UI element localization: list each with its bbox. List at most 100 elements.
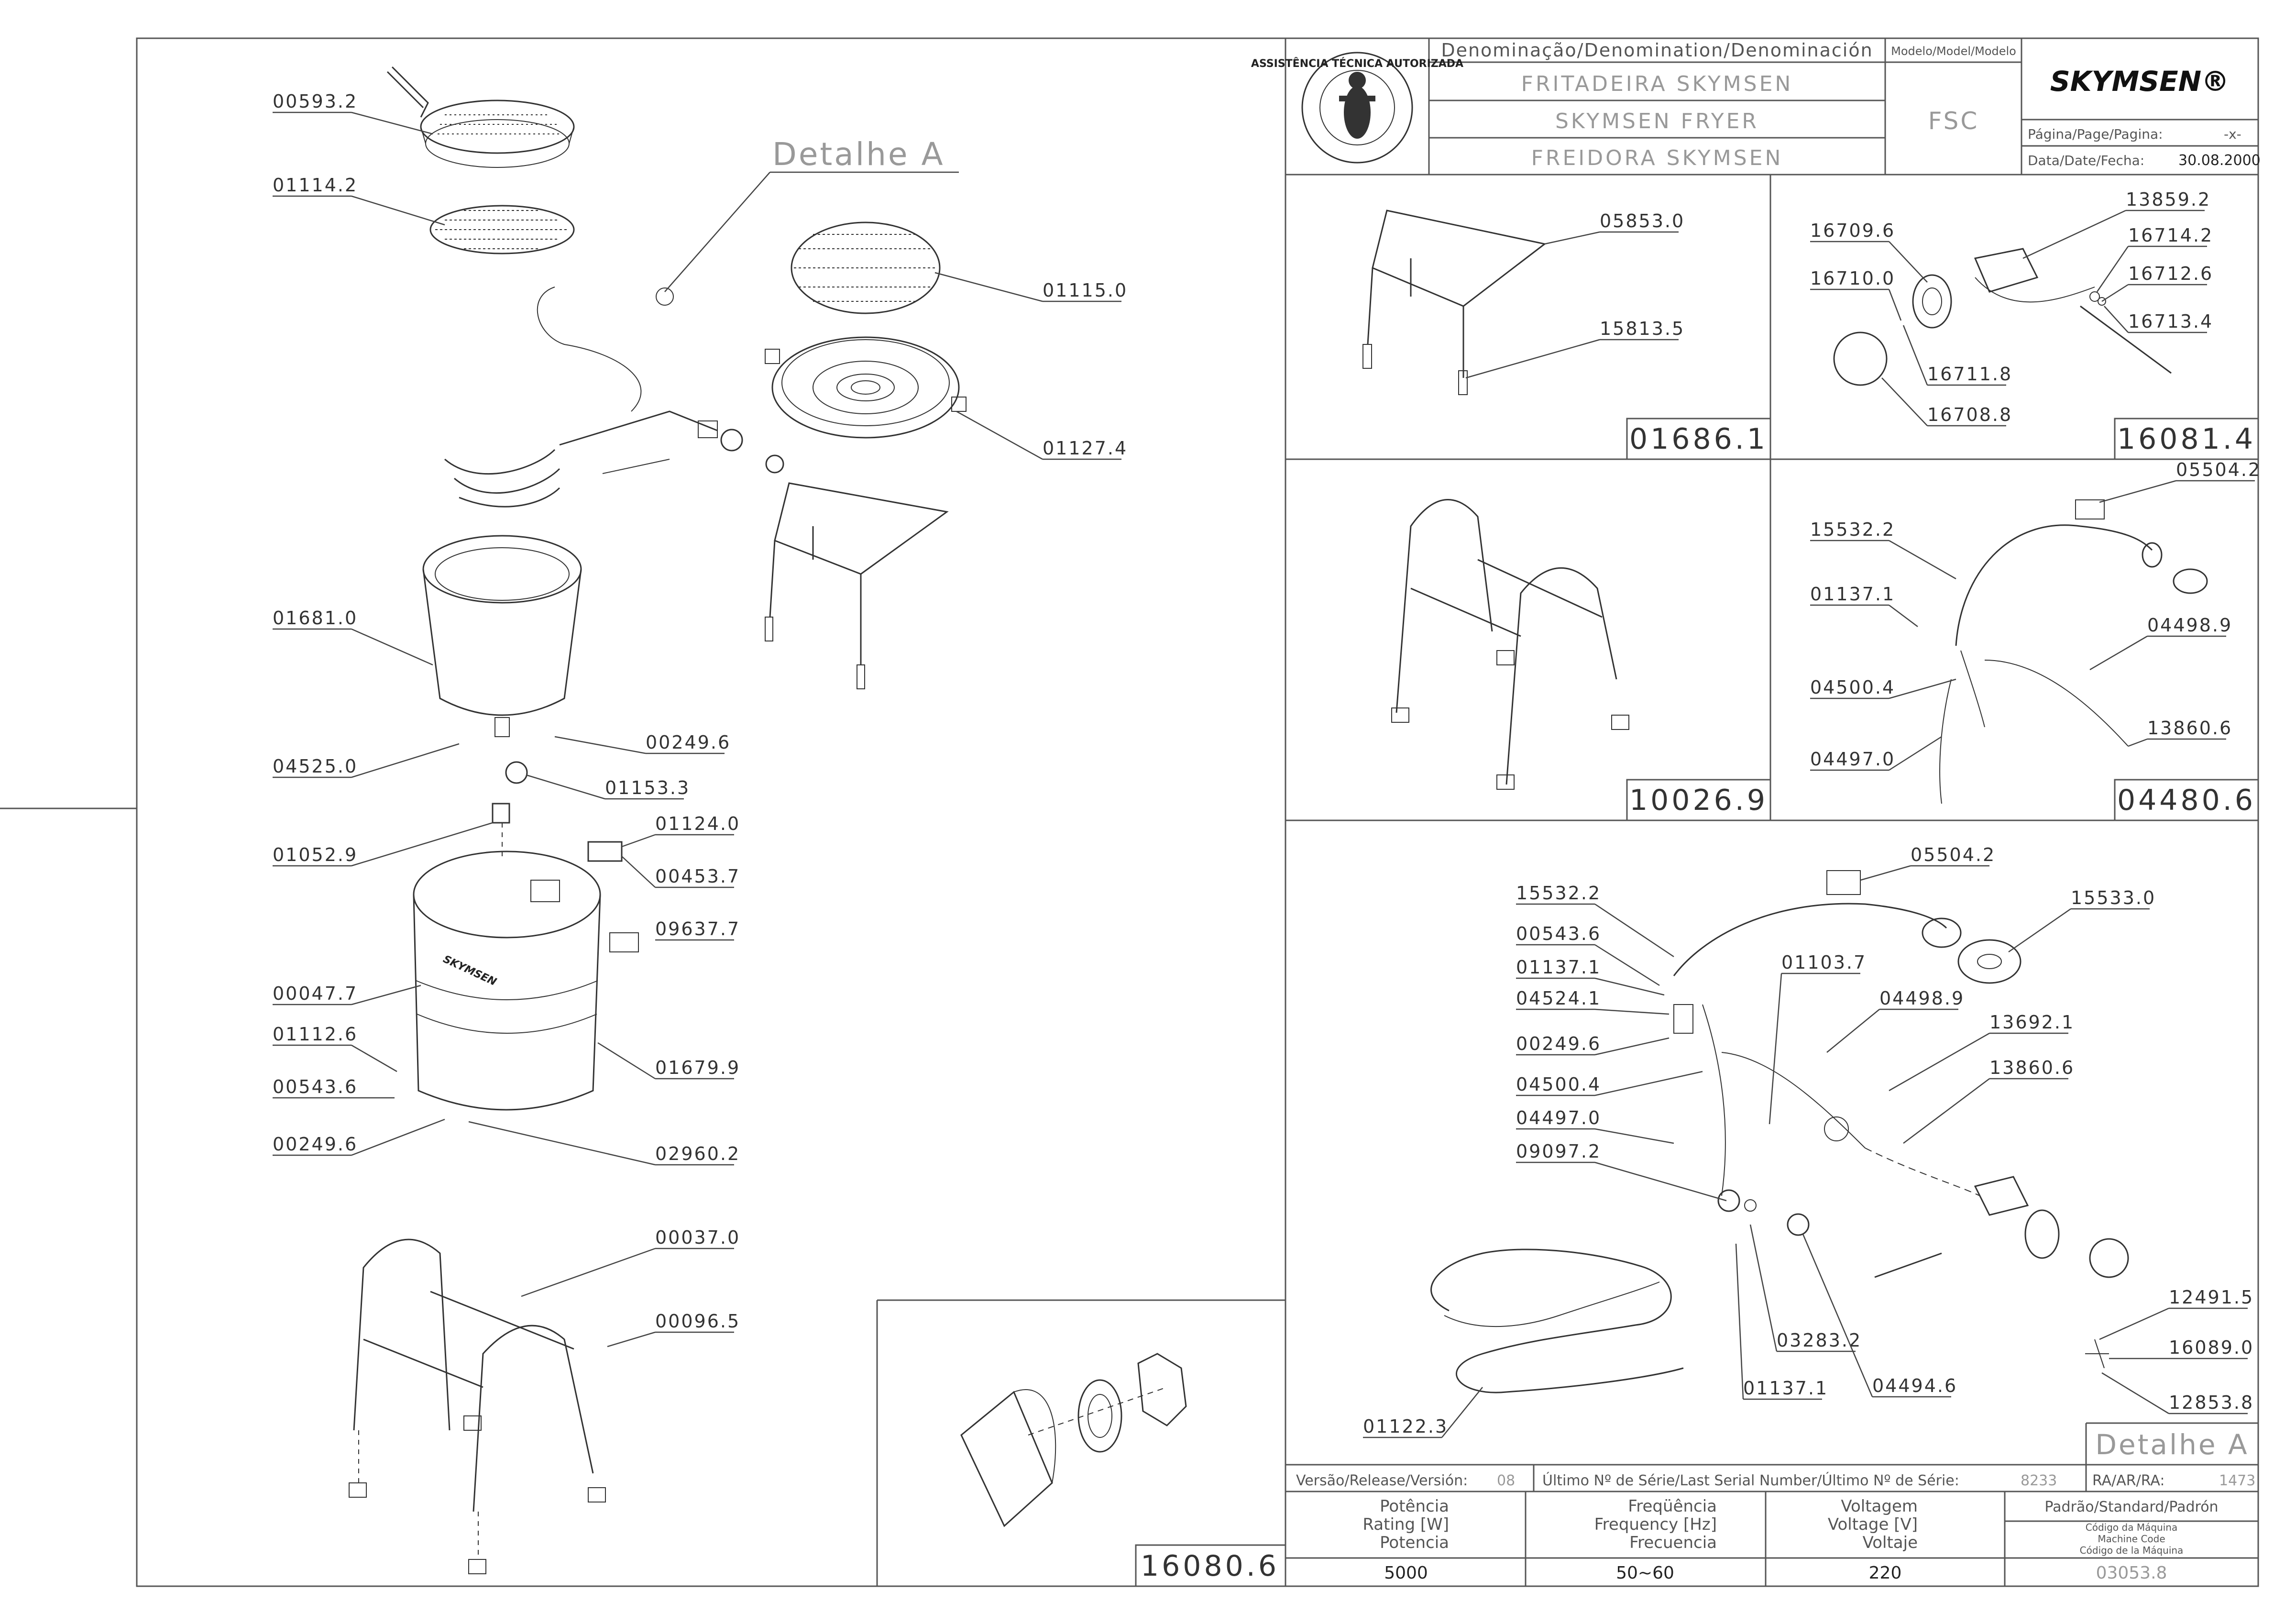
part-label: 15532.2: [1810, 519, 1895, 540]
part-label: 01137.1: [1810, 584, 1895, 605]
brand-logo: SKYMSEN®: [2050, 65, 2229, 98]
panel-code: 10026.9: [1629, 784, 1768, 817]
part-label: 09637.7: [655, 918, 740, 939]
part-label: 15813.5: [1600, 318, 1685, 339]
panel-code: 16081.4: [2117, 422, 2256, 456]
page-label: Página/Page/Pagina:: [2028, 126, 2163, 142]
part-label: 04524.1: [1516, 988, 1601, 1009]
power-label-es: Potencia: [1380, 1533, 1449, 1552]
panel-01686: 05853.0 15813.5 01686.1: [1362, 210, 1771, 460]
volt-value: 220: [1869, 1563, 1902, 1583]
grid-plate-left: [429, 205, 575, 254]
part-label: 00047.7: [273, 983, 358, 1004]
volt-label-en: Voltage [V]: [1828, 1515, 1918, 1534]
panel-16081: 13859.2 16709.6 16714.2 16710.0 16712.6 …: [1810, 189, 2259, 460]
part-label: 01114.2: [273, 175, 358, 196]
part-label: 12491.5: [2169, 1287, 2254, 1308]
part-label: 05504.2: [2176, 459, 2261, 480]
part-label: 13860.6: [1989, 1057, 2075, 1078]
model-value: FSC: [1928, 107, 1979, 135]
part-label: 16089.0: [2169, 1337, 2254, 1358]
part-label: 04500.4: [1516, 1074, 1601, 1095]
part-label: 02960.2: [655, 1143, 740, 1164]
page-value: -x-: [2224, 126, 2241, 142]
part-label: 13692.1: [1989, 1012, 2075, 1033]
part-label: 15532.2: [1516, 883, 1601, 904]
small-rack: [765, 482, 949, 689]
part-label: 04494.6: [1872, 1375, 1957, 1396]
part-label: 04497.0: [1810, 749, 1895, 770]
part-label: 04525.0: [273, 756, 358, 777]
fry-basket: [386, 66, 575, 168]
part-label: 04500.4: [1810, 677, 1895, 698]
volt-label-es: Voltaje: [1863, 1533, 1918, 1552]
part-label: 13859.2: [2126, 189, 2211, 210]
serial-label: Último Nº de Série/Last Serial Number/Úl…: [1542, 1471, 1959, 1489]
part-label: 00249.6: [273, 1134, 358, 1155]
base-stand: [349, 1238, 606, 1574]
volt-label-pt: Voltagem: [1841, 1497, 1918, 1516]
part-label: 00543.6: [273, 1076, 358, 1097]
panel-16080: 16080.6: [960, 1353, 1286, 1587]
machine-code-value: 03053.8: [2096, 1563, 2167, 1583]
detail-a-title: Detalhe A: [2095, 1428, 2249, 1461]
main-exploded-view: SKYMSEN 00593.2 01114.2 Detalhe A 01115.…: [273, 66, 1128, 1574]
version-value: 08: [1497, 1472, 1515, 1489]
part-label: 01681.0: [273, 608, 358, 629]
part-label: 01679.9: [655, 1057, 740, 1078]
part-label: 00593.2: [273, 91, 358, 112]
authorized-service-seal: ASSISTÊNCIA TÉCNICA AUTORIZADA: [1251, 52, 1463, 164]
ra-label: RA/AR/RA:: [2092, 1472, 2164, 1489]
bottom-info: Versão/Release/Versión: 08 Último Nº de …: [1296, 1465, 2258, 1586]
outer-body: SKYMSEN: [413, 841, 639, 1111]
part-label: 01112.6: [273, 1024, 358, 1045]
part-label: 04498.9: [2147, 615, 2232, 636]
name-es: FREIDORA SKYMSEN: [1531, 146, 1783, 170]
freq-label-pt: Freqüência: [1628, 1497, 1717, 1516]
panel-10026: 10026.9: [1391, 499, 1771, 821]
model-header: Modelo/Model/Modelo: [1891, 44, 2016, 58]
tray: [765, 336, 967, 439]
part-label: 00096.5: [655, 1311, 740, 1332]
freq-value: 50~60: [1616, 1563, 1674, 1583]
panel-04480: 15532.2 05504.2 01137.1 04498.9 04500.4 …: [1810, 459, 2261, 821]
svg-text:SKYMSEN: SKYMSEN: [441, 953, 498, 988]
panel-code: 04480.6: [2117, 784, 2256, 817]
part-label: 05853.0: [1600, 210, 1685, 232]
part-label: 16709.6: [1810, 220, 1895, 241]
part-label: 00249.6: [1516, 1033, 1601, 1054]
part-label: 16710.0: [1810, 268, 1895, 289]
drawing-frame: [0, 37, 2259, 1587]
part-label: 00037.0: [655, 1227, 740, 1248]
part-label: 00453.7: [655, 866, 740, 887]
part-label: 01115.0: [1043, 280, 1128, 301]
code-label-pt: Código da Máquina: [2086, 1522, 2177, 1533]
grid-plate-right: [791, 221, 941, 314]
serial-value: 8233: [2021, 1472, 2057, 1489]
part-label: 01122.3: [1363, 1416, 1448, 1437]
freq-label-en: Frequency [Hz]: [1594, 1515, 1717, 1534]
part-label: 16714.2: [2128, 225, 2213, 246]
panel-code: 01686.1: [1629, 422, 1768, 456]
denomination-header: Denominação/Denomination/Denominación: [1441, 40, 1873, 61]
part-label: 05504.2: [1911, 844, 1996, 865]
part-label: 01127.4: [1043, 438, 1128, 459]
part-label: 01137.1: [1516, 957, 1601, 978]
part-label: 09097.2: [1516, 1141, 1601, 1162]
part-label: 01137.1: [1743, 1378, 1828, 1399]
name-pt: FRITADEIRA SKYMSEN: [1521, 72, 1793, 96]
part-label: 16711.8: [1927, 364, 2012, 385]
part-label: 03283.2: [1777, 1330, 1862, 1351]
part-labels-main: 00593.2 01114.2 Detalhe A 01115.0 01127.…: [273, 91, 1128, 1348]
part-label: 00543.6: [1516, 923, 1601, 944]
version-label: Versão/Release/Versión:: [1296, 1472, 1468, 1489]
seal-text: ASSISTÊNCIA TÉCNICA AUTORIZADA: [1251, 57, 1463, 70]
part-label: 04498.9: [1879, 988, 1965, 1009]
panel-code: 16080.6: [1141, 1549, 1279, 1583]
panel-detail-a: 15532.2 05504.2 15533.0 00543.6 01137.1 …: [1363, 844, 2258, 1465]
part-label: 01153.3: [605, 777, 690, 798]
name-en: SKYMSEN FRYER: [1555, 109, 1759, 133]
part-label: 16712.6: [2128, 263, 2213, 284]
title-block: ASSISTÊNCIA TÉCNICA AUTORIZADA Denominaç…: [1251, 38, 2261, 175]
part-label: 01124.0: [655, 813, 740, 834]
